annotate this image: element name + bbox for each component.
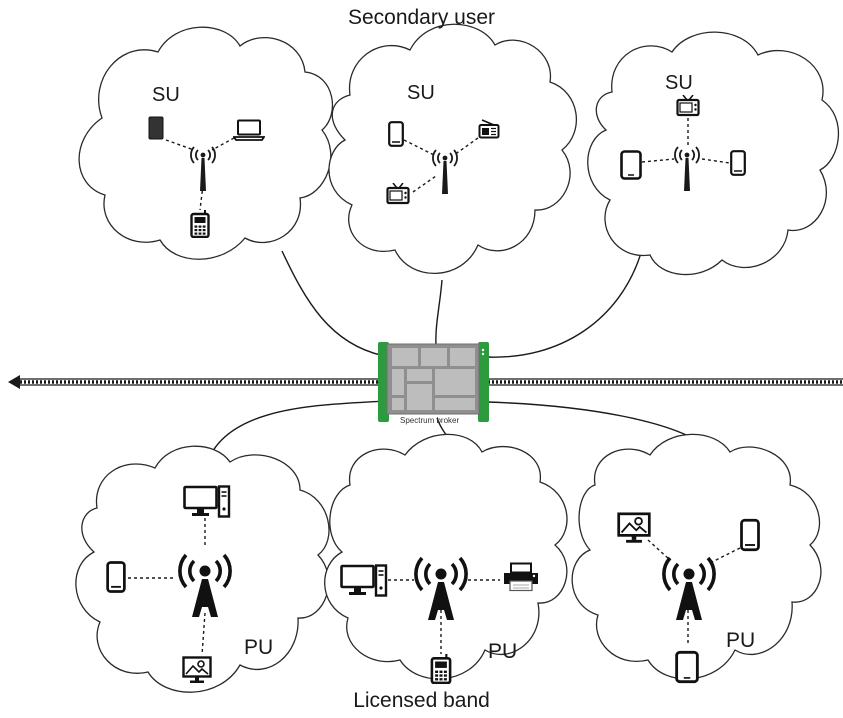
cloud-su-2: [328, 23, 577, 275]
su-label-1: SU: [152, 84, 180, 106]
link-pu-1: [204, 400, 386, 471]
laptop-icon: [233, 119, 265, 141]
broker-left-rail: [378, 342, 389, 422]
feature-phone-icon: [430, 654, 452, 684]
pu-label-3: PU: [726, 629, 756, 652]
spectrum-broker-label: Spectrum broker: [400, 416, 460, 425]
secondary-user-title: Secondary user: [347, 6, 496, 29]
cloud-pu-3: [571, 433, 822, 680]
phone-icon: [730, 150, 746, 176]
su-label-2: SU: [407, 82, 435, 104]
su-label-3: SU: [665, 72, 693, 94]
su3-links: [641, 118, 731, 164]
link-su-3: [486, 252, 642, 358]
pu-label-1: PU: [244, 636, 274, 659]
phone-icon: [106, 561, 126, 593]
tablet-icon: [675, 650, 699, 684]
cloud-pu-2: [324, 433, 568, 680]
pu-network-1: [106, 485, 232, 684]
su1-links: [165, 137, 235, 211]
pu-network-3: [617, 512, 760, 684]
phone-icon: [740, 518, 760, 552]
su-network-2: [386, 119, 500, 205]
su-network-3: [620, 95, 746, 192]
pu-network-2: [340, 556, 539, 684]
tablet-icon: [620, 150, 642, 180]
broker-right-rail: [478, 342, 489, 422]
pu3-links: [647, 539, 741, 645]
su2-links: [403, 137, 479, 193]
phone-icon: [388, 121, 404, 147]
feature-phone-icon: [190, 210, 210, 238]
licensed-band-title: Licensed band: [353, 689, 490, 712]
pu1-links: [128, 518, 206, 656]
pu-label-2: PU: [488, 640, 518, 663]
su-network-1: [148, 116, 265, 238]
band-arrow-icon: [8, 375, 20, 389]
tablet-icon: [148, 116, 164, 140]
link-su-1: [281, 250, 386, 357]
pu2-links: [388, 579, 500, 654]
cloud-su-3: [587, 31, 839, 276]
spectrum-broker: [378, 342, 489, 422]
cloud-su-1: [78, 26, 334, 260]
link-su-2: [435, 279, 443, 346]
